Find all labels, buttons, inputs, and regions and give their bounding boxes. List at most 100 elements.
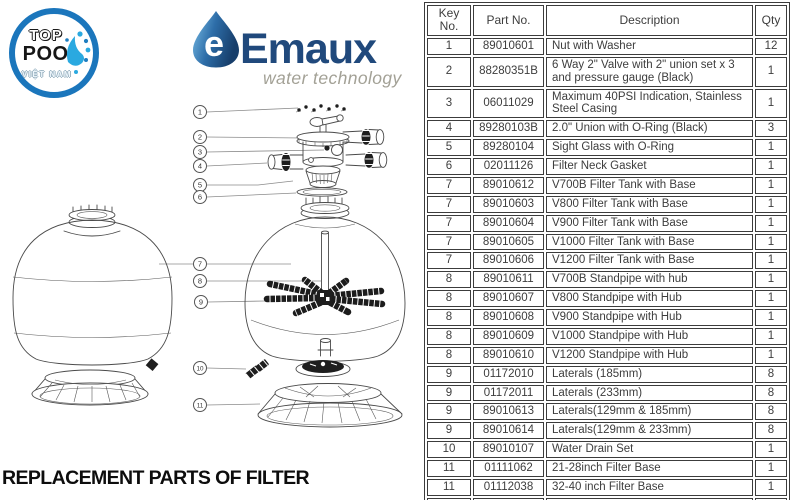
cell-key-no: 8 <box>427 271 471 289</box>
cell-description: V800 Standpipe with Hub <box>546 290 753 307</box>
cell-description: 21-28inch Filter Base <box>546 460 753 477</box>
nut-washer-parts <box>295 104 347 113</box>
cell-part-no: 01172010 <box>473 365 544 383</box>
cell-description: 2.0" Union with O-Ring (Black) <box>546 120 753 138</box>
cell-description: V700B Standpipe with hub <box>546 271 753 289</box>
header-description: Description <box>546 5 753 36</box>
cell-part-no: 89010605 <box>473 233 544 251</box>
cell-description: V1000 Filter Tank with Base <box>546 233 753 251</box>
cell-qty: 8 <box>755 384 787 402</box>
cell-description: Filter Neck Gasket <box>546 158 753 175</box>
emaux-drop-icon: e <box>193 11 239 68</box>
emaux-drop-letter: e <box>204 23 224 64</box>
cell-part-no: 89010607 <box>473 290 544 307</box>
cell-description: Laterals(129mm & 233mm) <box>546 422 753 440</box>
cell-key-no: 11 <box>427 460 471 477</box>
toppool-logo-top-text: TOP <box>29 27 63 44</box>
cell-key-no: 7 <box>427 214 471 232</box>
cell-key-no: 8 <box>427 309 471 326</box>
toppool-logo: TOP POOL VIỆT NAM <box>9 8 99 98</box>
cell-key-no: 5 <box>427 139 471 156</box>
cell-qty: 1 <box>755 56 787 87</box>
cell-part-no: 89010606 <box>473 252 544 270</box>
cell-key-no: 7 <box>427 233 471 251</box>
cell-qty: 8 <box>755 422 787 440</box>
water-splash-icon <box>65 31 91 74</box>
cell-description: V800 Filter Tank with Base <box>546 195 753 213</box>
cell-part-no: 89010603 <box>473 195 544 213</box>
water-drain-set-drawing <box>245 359 269 380</box>
header-part-no: Part No. <box>473 5 544 36</box>
cell-key-no: 7 <box>427 252 471 270</box>
cell-description: Maximum 40PSI Indication, Stainless Stee… <box>546 88 753 119</box>
cell-description: V1200 Standpipe with Hub <box>546 346 753 364</box>
cell-part-no: 89010614 <box>473 422 544 440</box>
cell-part-no: 89010612 <box>473 176 544 194</box>
callout-2: 2 <box>198 133 202 142</box>
cell-description: Laterals(129mm & 185mm) <box>546 403 753 421</box>
cell-qty: 1 <box>755 309 787 326</box>
cell-qty: 1 <box>755 214 787 232</box>
cell-part-no: 02011126 <box>473 158 544 175</box>
cell-key-no: 11 <box>427 478 471 496</box>
cell-part-no: 89010601 <box>473 37 544 55</box>
cell-part-no: 89280104 <box>473 139 544 156</box>
cell-part-no: 01111062 <box>473 460 544 477</box>
laterals-drawing <box>263 276 386 317</box>
cell-qty: 1 <box>755 176 787 194</box>
cell-description: Water Drain Set <box>546 441 753 458</box>
callout-6: 6 <box>198 193 202 202</box>
neck-gasket-drawing <box>296 187 348 197</box>
cell-part-no: 89010613 <box>473 403 544 421</box>
cell-qty: 1 <box>755 460 787 477</box>
callout-8: 8 <box>198 277 202 286</box>
cell-key-no: 1 <box>427 37 471 55</box>
exploded-parts-diagram: 1 2 3 4 5 6 7 8 9 10 11 <box>12 104 406 428</box>
cell-part-no: 89010107 <box>473 441 544 458</box>
callouts: 1 2 3 4 5 6 7 8 9 10 11 <box>193 105 208 412</box>
cell-qty: 1 <box>755 441 787 458</box>
cell-part-no: 89010608 <box>473 309 544 326</box>
cell-qty: 1 <box>755 139 787 156</box>
right-union-ports-drawing <box>342 129 388 168</box>
cell-description: Nut with Washer <box>546 37 753 55</box>
toppool-logo-pool-text: POOL <box>22 43 82 65</box>
cell-qty: 8 <box>755 365 787 383</box>
cell-description: Sight Glass with O-Ring <box>546 139 753 156</box>
cell-part-no: 01112038 <box>473 478 544 496</box>
cell-description: V700B Filter Tank with Base <box>546 176 753 194</box>
cell-part-no: 89010610 <box>473 346 544 364</box>
toppool-logo-vietnam-text: VIỆT NAM <box>21 70 73 79</box>
page-title: REPLACEMENT PARTS OF FILTER <box>2 467 310 489</box>
left-union-drawing <box>267 153 304 171</box>
callout-4: 4 <box>198 162 202 171</box>
callout-10: 10 <box>196 366 204 373</box>
cell-key-no: 9 <box>427 365 471 383</box>
cell-qty: 1 <box>755 327 787 345</box>
cell-key-no: 7 <box>427 195 471 213</box>
table-header-row: Key No. Part No. Description Qty <box>427 5 787 36</box>
cell-qty: 1 <box>755 346 787 364</box>
cell-key-no: 4 <box>427 120 471 138</box>
cell-qty: 1 <box>755 290 787 307</box>
valve-handle-drawing <box>309 114 344 134</box>
cell-part-no: 88280351B <box>473 56 544 87</box>
cell-key-no: 7 <box>427 176 471 194</box>
cell-key-no: 9 <box>427 422 471 440</box>
cell-description: V1200 Filter Tank with Base <box>546 252 753 270</box>
emaux-tagline: water technology <box>263 68 402 88</box>
cell-qty: 1 <box>755 478 787 496</box>
